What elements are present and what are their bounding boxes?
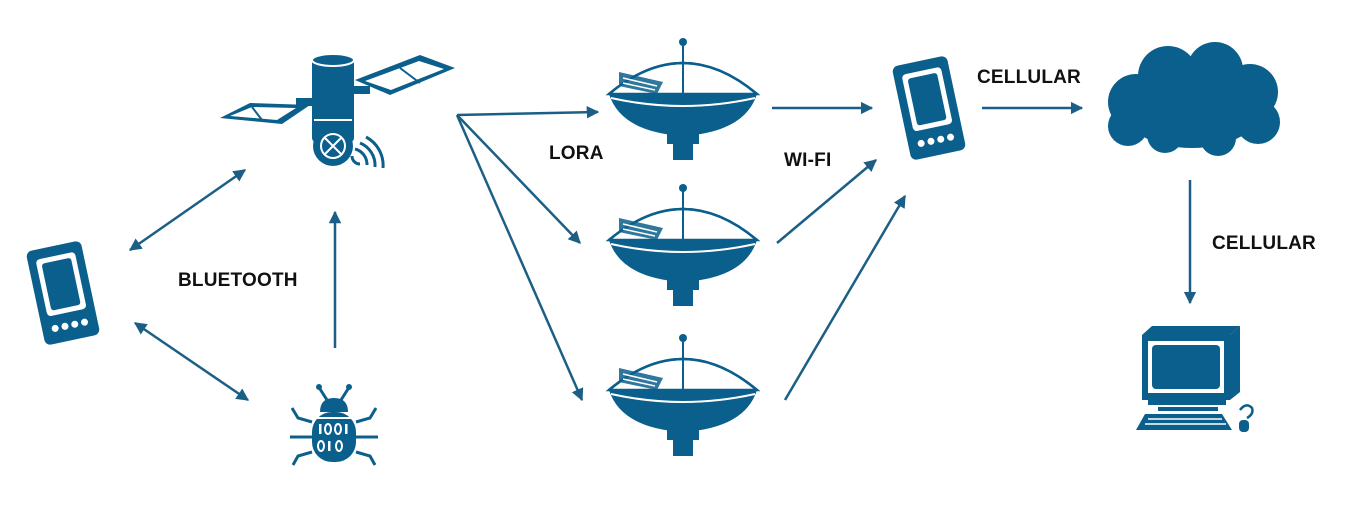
lora-arrow-bottom <box>455 114 584 402</box>
satellite-dish-icon <box>607 36 759 162</box>
computer-terminal-icon <box>1136 326 1254 432</box>
cellular-label-top: CELLULAR <box>977 67 1081 88</box>
lora-arrow-middle <box>456 114 581 244</box>
gateway-device-icon <box>891 55 967 161</box>
lora-label: LORA <box>549 143 604 164</box>
satellite-sensor-icon <box>220 53 455 169</box>
lora-arrow-top <box>456 105 600 119</box>
bluetooth-link-satellite <box>128 168 247 252</box>
wifi-arrow-bottom <box>783 194 907 401</box>
cellular-label-right: CELLULAR <box>1212 233 1316 254</box>
handheld-device-icon <box>25 240 101 346</box>
satellite-dish-icon <box>607 332 759 458</box>
wifi-label: WI-FI <box>784 150 832 171</box>
wifi-arrow-middle <box>776 159 877 244</box>
cloud-icon <box>1108 42 1280 156</box>
bug-chip-icon <box>290 384 378 466</box>
bluetooth-link-bug <box>133 321 250 402</box>
satellite-dish-icon <box>607 182 759 308</box>
bluetooth-label: BLUETOOTH <box>178 270 298 291</box>
